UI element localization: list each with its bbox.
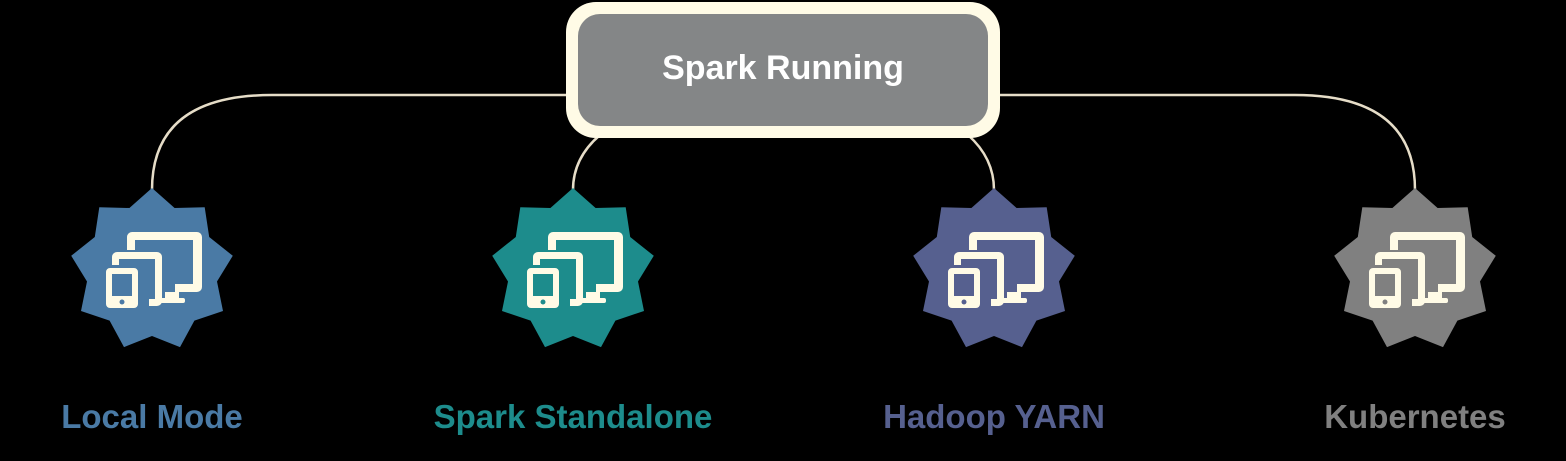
- root-node-box: [578, 14, 988, 126]
- mode-label: Hadoop YARN: [883, 398, 1105, 435]
- monitor-base: [159, 298, 185, 303]
- mode-node: Hadoop YARN: [883, 188, 1105, 435]
- monitor-base: [580, 298, 606, 303]
- mode-node: Kubernetes: [1324, 188, 1506, 435]
- devices-icon: [1369, 232, 1465, 308]
- phone-button: [540, 299, 546, 305]
- devices-icon: [948, 232, 1044, 308]
- badge-star: [71, 188, 233, 348]
- badge-star: [913, 188, 1075, 348]
- connector-kubernetes: [996, 93, 1417, 191]
- monitor-shape: [127, 232, 202, 292]
- phone-shape: [1369, 268, 1401, 308]
- monitor-shape: [548, 232, 623, 292]
- monitor-stand: [1007, 292, 1021, 298]
- root-node: Spark Running: [566, 2, 1000, 138]
- tablet-shape: [533, 252, 583, 306]
- monitor-stand: [1428, 292, 1442, 298]
- badge-star: [1334, 188, 1496, 348]
- mode-badges: Local Mode Spark Standalone Hadoop YARN Kub…: [61, 188, 1506, 435]
- connector-hadoop-yarn: [967, 134, 996, 191]
- phone-shape: [106, 268, 138, 308]
- mode-label: Spark Standalone: [434, 398, 713, 435]
- monitor-shape: [969, 232, 1044, 292]
- tablet-shape: [112, 252, 162, 306]
- tablet-shape: [954, 252, 1004, 306]
- monitor-base: [1422, 298, 1448, 303]
- phone-shape: [527, 268, 559, 308]
- monitor-shape: [1390, 232, 1465, 292]
- phone-button: [1382, 299, 1388, 305]
- phone-button: [961, 299, 967, 305]
- mode-label: Local Mode: [61, 398, 243, 435]
- connector-local-mode: [150, 93, 570, 191]
- connector-spark-standalone: [571, 134, 601, 191]
- phone-button: [119, 299, 125, 305]
- phone-shape: [948, 268, 980, 308]
- mode-label: Kubernetes: [1324, 398, 1506, 435]
- monitor-base: [1001, 298, 1027, 303]
- tablet-shape: [1375, 252, 1425, 306]
- root-node-label: Spark Running: [662, 49, 904, 87]
- mode-node: Local Mode: [61, 188, 243, 435]
- connectors: [150, 93, 1417, 191]
- badge-star: [492, 188, 654, 348]
- monitor-stand: [586, 292, 600, 298]
- mode-node: Spark Standalone: [434, 188, 713, 435]
- monitor-stand: [165, 292, 179, 298]
- devices-icon: [106, 232, 202, 308]
- devices-icon: [527, 232, 623, 308]
